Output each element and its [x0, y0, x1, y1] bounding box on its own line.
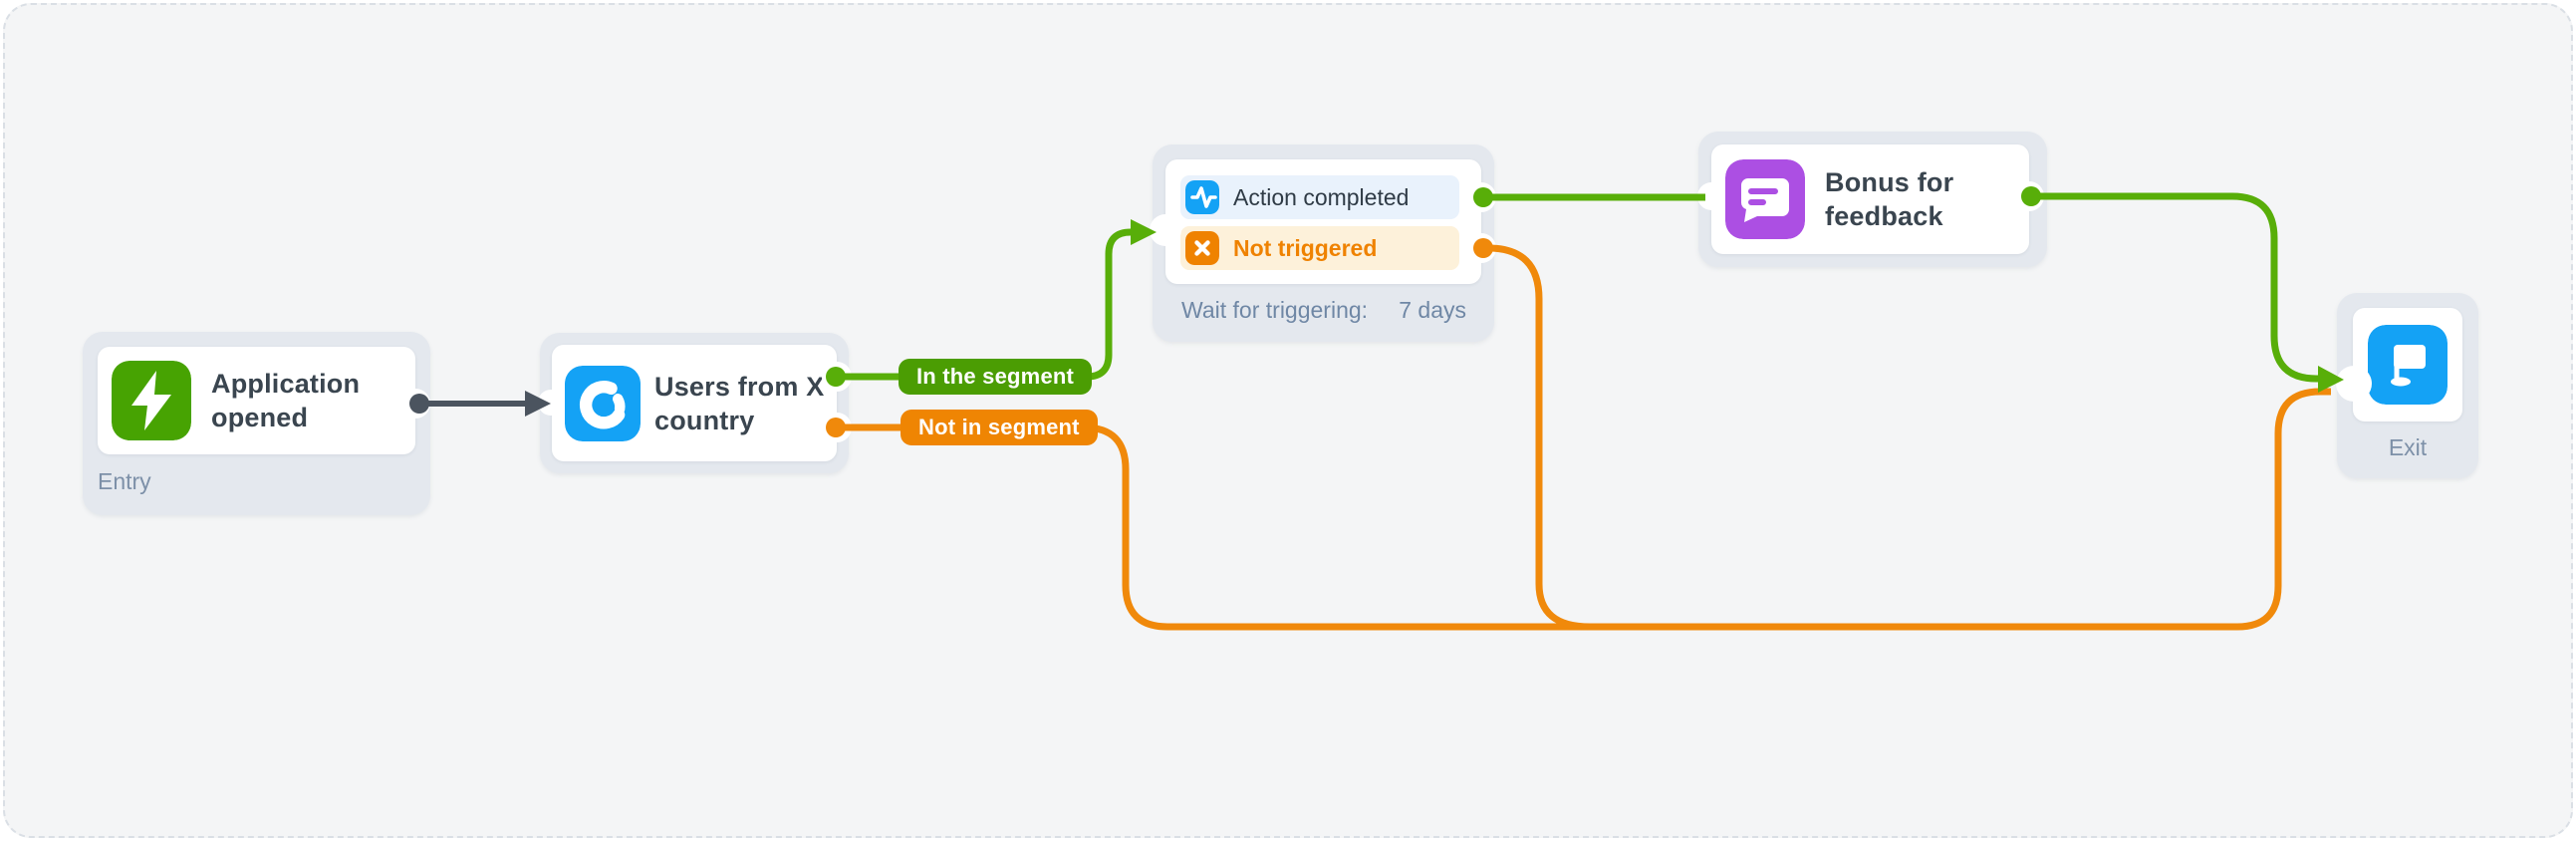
workflow-canvas[interactable]	[3, 3, 2573, 838]
wait-for-triggering-label: Wait for triggering:	[1181, 297, 1369, 323]
output-ports	[409, 186, 2041, 437]
badge-in-the-segment[interactable]: In the segment	[899, 359, 1093, 395]
x-icon	[1185, 231, 1219, 265]
entry-card[interactable]: Application opened	[98, 347, 415, 454]
edge-bonus-to-exit[interactable]	[2031, 192, 2319, 383]
port-bonus-out[interactable]	[2021, 186, 2041, 206]
exit-card[interactable]	[2353, 308, 2462, 421]
trigger-row-not-triggered[interactable]: Not triggered	[1180, 226, 1459, 270]
port-entry-out[interactable]	[409, 394, 429, 414]
port-in-segment-out[interactable]	[826, 367, 846, 387]
node-bonus: Bonus for feedback	[1698, 132, 2047, 267]
edge-not-triggered-to-exit[interactable]	[1483, 244, 2237, 631]
trigger-card[interactable]: Action completed Not triggered	[1165, 159, 1481, 284]
arrowhead-green-trigger	[1131, 219, 1157, 245]
flag-icon	[2368, 325, 2447, 405]
users-segment-title: Users from X country	[654, 371, 825, 435]
edge-in-segment-to-trigger[interactable]	[836, 228, 1134, 381]
exit-type-label: Exit	[2388, 434, 2428, 460]
chat-message-icon	[1725, 159, 1805, 239]
node-entry: Application opened Entry	[83, 332, 430, 515]
bonus-card[interactable]: Bonus for feedback	[1711, 144, 2029, 254]
trigger-row-label: Not triggered	[1233, 234, 1378, 261]
pulse-icon	[1185, 180, 1219, 214]
segment-chart-icon	[565, 365, 641, 441]
entry-title: Application opened	[211, 369, 361, 432]
badge-not-in-segment[interactable]: Not in segment	[901, 410, 1098, 445]
bonus-title: Bonus for feedback	[1825, 167, 1954, 231]
port-not-triggered-out[interactable]	[1473, 238, 1493, 258]
port-not-in-segment-out[interactable]	[826, 418, 846, 437]
port-action-completed-out[interactable]	[1473, 187, 1493, 207]
trigger-row-label: Action completed	[1233, 183, 1410, 210]
entry-type-label: Entry	[98, 468, 151, 494]
lightning-icon	[112, 361, 191, 440]
trigger-row-action-completed[interactable]: Action completed	[1180, 175, 1459, 219]
node-exit: Exit	[2337, 293, 2478, 478]
wait-for-triggering-value[interactable]: 7 days	[1399, 297, 1466, 323]
users-segment-card[interactable]: Users from X country	[552, 345, 837, 461]
node-users-segment: Users from X country	[540, 333, 849, 473]
arrowhead-dark	[525, 391, 551, 417]
arrowhead-green-exit	[2318, 366, 2344, 393]
node-trigger: Action completed Not triggered Wait for …	[1153, 144, 1494, 342]
